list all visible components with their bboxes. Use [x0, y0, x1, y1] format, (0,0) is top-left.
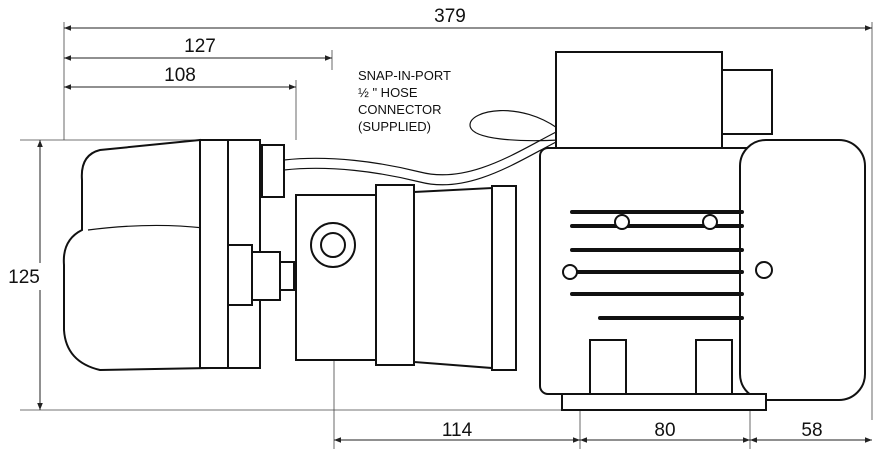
switch-base	[199, 139, 229, 369]
dimension-label-108: 108	[164, 65, 196, 86]
pump-head	[295, 184, 517, 371]
motor-bolt	[614, 214, 630, 230]
dimension-label-125: 125	[8, 267, 40, 288]
terminal-gland	[721, 69, 773, 135]
hose-connector-note: SNAP-IN-PORT ½ " HOSE CONNECTOR (SUPPLIE…	[358, 68, 451, 134]
motor-bolt	[702, 214, 718, 230]
switch-cover	[62, 138, 212, 372]
pump-adapter	[413, 186, 493, 370]
note-line-4: (SUPPLIED)	[358, 119, 431, 134]
motor-foot	[561, 339, 767, 411]
motor	[539, 51, 866, 401]
pressure-switch-housing	[62, 138, 295, 372]
cable-upper	[283, 129, 561, 176]
cable-lower	[283, 139, 561, 186]
switch-fitting	[279, 261, 295, 291]
dimension-bottom-chain: 114 80 58	[333, 300, 872, 449]
switch-cover-seam	[87, 224, 205, 231]
note-line-3: CONNECTOR	[358, 102, 442, 117]
motor-bolt	[562, 264, 578, 280]
note-line-2: ½ " HOSE	[358, 85, 418, 100]
power-cable	[283, 109, 561, 186]
note-line-1: SNAP-IN-PORT	[358, 68, 451, 83]
cable-gland	[261, 144, 285, 198]
dimension-overall-length: 379	[63, 6, 873, 420]
dimension-height: 125	[8, 139, 570, 411]
dimension-label-127: 127	[184, 36, 216, 57]
end-cap-bolt	[755, 261, 773, 279]
snap-in-port-inner	[320, 232, 346, 258]
foot-leg-right	[695, 339, 733, 397]
cable-loop	[469, 109, 561, 142]
switch-nut	[251, 251, 281, 301]
pump-head-body	[295, 194, 381, 361]
dimension-switch-inner: 108	[64, 65, 297, 140]
pump-flange	[375, 184, 415, 366]
foot-base-plate	[561, 393, 767, 411]
dimension-label-379: 379	[434, 6, 466, 27]
foot-leg-left	[589, 339, 627, 397]
terminal-box	[555, 51, 723, 149]
dimension-label-58: 58	[801, 420, 822, 441]
switch-union	[227, 244, 253, 306]
dimension-switch-outer: 127	[64, 36, 333, 70]
pump-collar	[491, 185, 517, 371]
dimension-label-114: 114	[442, 420, 473, 441]
dimension-label-80: 80	[654, 420, 675, 441]
